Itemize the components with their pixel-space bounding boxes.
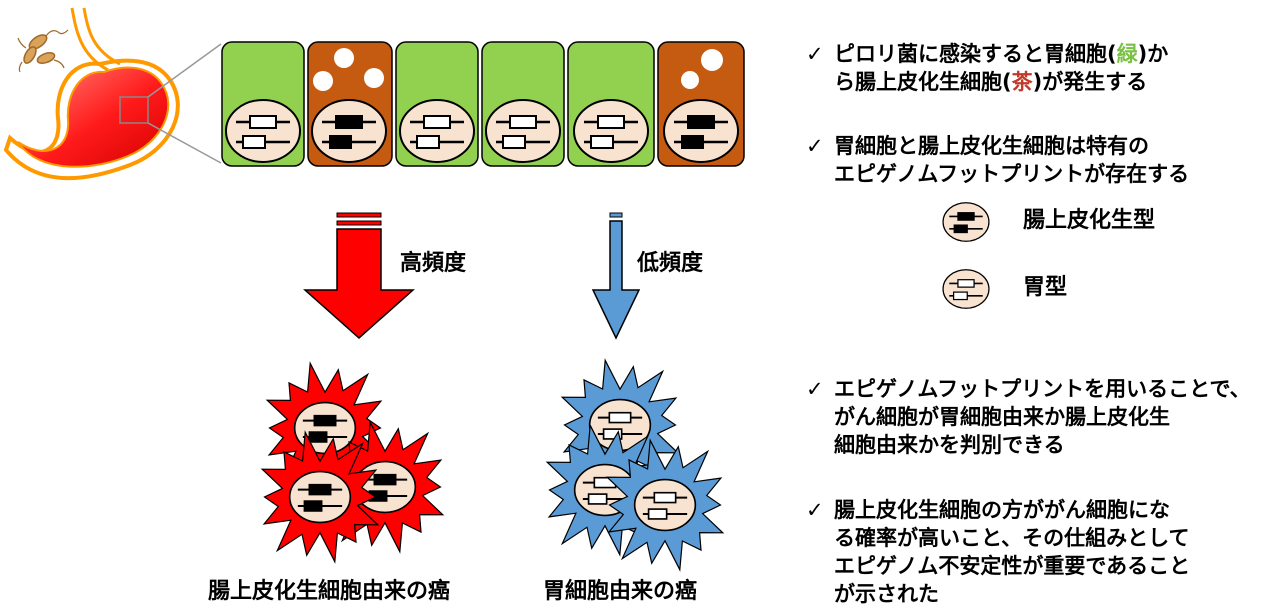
bullet-line: 胃細胞と腸上皮化生細胞は特有の (834, 134, 1149, 158)
bullet-line: 腸上皮化生細胞の方ががん細胞にな (834, 498, 1170, 522)
gastric-cancer-cluster (545, 358, 725, 572)
gastric-cell (221, 41, 305, 167)
high-frequency-label: 高頻度 (400, 251, 467, 276)
bullet-line: が示された (834, 582, 939, 606)
low-frequency-label: 低頻度 (637, 251, 704, 276)
stomach-icon (3, 7, 180, 181)
bullet-line: ら腸上皮化生細胞(茶)が発生する (834, 68, 1168, 96)
low-frequency-arrow (591, 212, 641, 340)
intestinal-cell (657, 41, 745, 167)
check-icon: ✓ (806, 42, 824, 66)
bullet-text: )か (1137, 42, 1169, 66)
intestinal-cell (307, 41, 393, 167)
helicobacter-icon (17, 29, 69, 73)
bullet-line: エピゲノム不安定性が重要であること (834, 554, 1191, 578)
gastric-cancer-cell (605, 438, 725, 572)
intestinal-cancer-cluster (260, 361, 445, 564)
bullet-text: ら腸上皮化生細胞( (834, 70, 1012, 94)
legend-gastric-label: 胃型 (1023, 275, 1068, 300)
bullet-line: エピゲノムフットプリントを用いることで、 (834, 377, 1251, 401)
gastric-cell (395, 41, 479, 167)
gastric-cancer-caption: 胃細胞由来の癌 (543, 579, 698, 604)
gastric-cell (481, 41, 565, 167)
legend-gastric-icon (942, 269, 990, 309)
legend-intestinal-icon (942, 202, 990, 242)
gastric-cell (567, 41, 655, 167)
bullet-line: る確率が高いこと、その仕組みとして (834, 526, 1190, 550)
high-frequency-arrow (303, 212, 415, 340)
check-icon: ✓ (806, 377, 824, 401)
zoom-line-bottom (147, 122, 222, 164)
legend-intestinal-label: 腸上皮化生型 (1023, 208, 1156, 233)
bullet-text: ピロリ菌に感染すると胃細胞( (834, 42, 1117, 66)
epithelial-cell-row (221, 41, 745, 167)
zoom-line-top (147, 43, 222, 98)
intestinal-cancer-cell (260, 430, 380, 564)
bullet-text: )が発生する (1032, 70, 1148, 94)
check-icon: ✓ (806, 134, 824, 158)
bullet-line: ピロリ菌に感染すると胃細胞(緑)か (834, 40, 1168, 68)
bullet-line: 細胞由来かを判別できる (834, 433, 1065, 457)
bullet-line: がん細胞が胃細胞由来か腸上皮化生 (834, 405, 1170, 429)
check-icon: ✓ (806, 498, 824, 522)
brown-word: 茶 (1011, 70, 1033, 94)
intestinal-cancer-caption: 腸上皮化生細胞由来の癌 (208, 579, 451, 604)
bullet-line: エピゲノムフットプリントが存在する (834, 162, 1190, 186)
green-word: 緑 (1116, 42, 1138, 66)
